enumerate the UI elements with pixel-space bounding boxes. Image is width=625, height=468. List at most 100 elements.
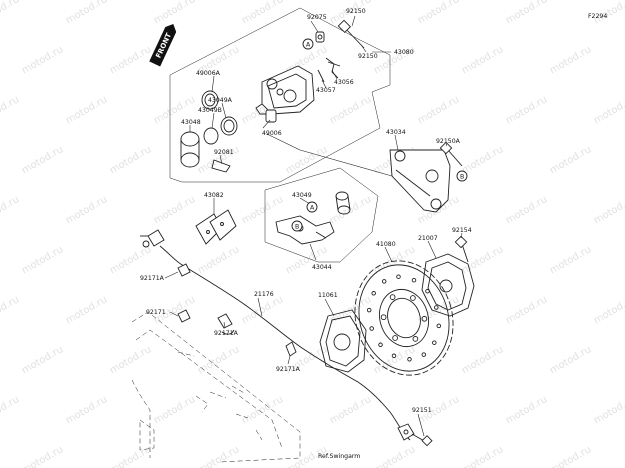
watermark-text: motod.ru xyxy=(372,444,417,468)
clamp-92171a-3 xyxy=(285,341,297,357)
figure-code: F2294 xyxy=(588,13,607,20)
callout-a-2: A xyxy=(306,201,318,213)
watermark-text: motod.ru xyxy=(592,394,625,426)
disc-bolt-hole xyxy=(421,315,428,322)
watermark-text: motod.ru xyxy=(64,94,109,126)
seal-43049a xyxy=(220,116,238,136)
part-label-92075: 92075 xyxy=(307,14,327,21)
caliper-pin-92150 xyxy=(337,19,365,49)
watermark-text: motod.ru xyxy=(460,44,505,76)
watermark-text: motod.ru xyxy=(284,244,329,276)
watermark-text: motod.ru xyxy=(504,0,549,27)
gasket-21007 xyxy=(421,253,475,317)
part-label-49006a: 49006A xyxy=(196,70,221,77)
part-label-92151: 92151 xyxy=(412,407,432,414)
watermark-text: motod.ru xyxy=(592,294,625,326)
clamp-92171a-2 xyxy=(217,313,235,335)
watermark-text: motod.ru xyxy=(152,0,197,27)
hub-11061 xyxy=(319,309,367,373)
watermark-text: motod.ru xyxy=(108,44,153,76)
watermark-text: motod.ru xyxy=(20,44,65,76)
part-label-43049: 43049 xyxy=(292,192,312,199)
watermark-text: motod.ru xyxy=(460,444,505,468)
bolt-92151 xyxy=(411,433,433,447)
watermark-text: motod.ru xyxy=(20,144,65,176)
disc-vent-hole xyxy=(421,352,427,357)
watermark-text: motod.ru xyxy=(196,444,241,468)
disc-vent-hole xyxy=(366,307,372,313)
watermark-text: motod.ru xyxy=(548,344,593,376)
part-label-43049a: 43049A xyxy=(208,97,233,104)
disc-vent-hole xyxy=(369,326,374,331)
part-label-92150-top: 92150 xyxy=(346,8,366,15)
disc-vent-hole xyxy=(371,291,376,296)
callout-b-2-label: B xyxy=(295,224,299,231)
speed-sensor xyxy=(140,229,165,248)
pad-pin-43057 xyxy=(317,69,325,83)
watermark-text: motod.ru xyxy=(108,444,153,468)
part-label-49006: 49006 xyxy=(262,130,282,137)
watermark-text: motod.ru xyxy=(460,144,505,176)
watermark-text: motod.ru xyxy=(0,0,21,27)
watermark-text: motod.ru xyxy=(592,94,625,126)
watermark-text: motod.ru xyxy=(20,444,65,468)
part-label-41080: 41080 xyxy=(376,241,396,248)
part-label-92154: 92154 xyxy=(452,227,472,234)
caliper-mount-43034 xyxy=(389,149,451,213)
watermark-text: motod.ru xyxy=(108,344,153,376)
part-label-21007: 21007 xyxy=(418,235,438,242)
watermark-text: motod.ru xyxy=(0,194,21,226)
bolt-92150a xyxy=(439,141,463,167)
watermark-text: motod.ru xyxy=(240,394,285,426)
disc-vent-hole xyxy=(432,340,437,345)
watermark-text: motod.ru xyxy=(108,144,153,176)
part-label-21176: 21176 xyxy=(254,291,274,298)
swingarm-reference xyxy=(131,311,301,463)
clamp-92171 xyxy=(177,309,191,323)
callout-b-2: B xyxy=(291,220,303,232)
part-label-43057: 43057 xyxy=(316,87,336,94)
caliper-assembly-frame xyxy=(169,7,391,183)
bolt-92154 xyxy=(454,235,469,263)
watermark-text: motod.ru xyxy=(196,344,241,376)
disc-bolt-hole xyxy=(410,295,416,301)
leader-lines xyxy=(164,15,463,437)
disc-vent-hole xyxy=(411,277,417,283)
watermark-text: motod.ru xyxy=(108,244,153,276)
part-label-92171: 92171 xyxy=(146,309,166,316)
watermark-text: motod.ru xyxy=(0,394,21,426)
watermark-text: motod.ru xyxy=(240,294,285,326)
cable-connector xyxy=(397,423,415,441)
watermark-text: motod.ru xyxy=(592,194,625,226)
watermark-text: motod.ru xyxy=(460,344,505,376)
watermark-text: motod.ru xyxy=(20,344,65,376)
callout-b-1: B xyxy=(456,170,468,182)
caliper-body xyxy=(255,65,315,115)
watermark-text: motod.ru xyxy=(328,194,373,226)
disc-bolt-hole xyxy=(380,314,387,321)
watermark-text: motod.ru xyxy=(548,44,593,76)
part-label-92150a: 92150A xyxy=(436,138,461,145)
brake-disc-41080 xyxy=(354,260,454,376)
disc-bolt-hole xyxy=(392,335,398,341)
watermark-text: motod.ru xyxy=(64,394,109,426)
part-labels: 92075 92150 92150 43080 49006A 43049A 43… xyxy=(140,8,472,414)
callout-a-1-label: A xyxy=(306,42,311,49)
watermark-text: motod.ru xyxy=(64,294,109,326)
callout-a-1: A xyxy=(302,38,314,50)
piston-43048 xyxy=(180,131,200,168)
bracket-assembly-frame xyxy=(264,167,379,263)
callout-b-1-label: B xyxy=(460,174,464,181)
watermark-text: motod.ru xyxy=(372,244,417,276)
watermark-text: motod.ru xyxy=(504,394,549,426)
reference-note: Ref.Swingarm xyxy=(318,453,360,460)
part-label-92171a-1: 92171A xyxy=(140,275,165,282)
watermark-text: motod.ru xyxy=(416,294,461,326)
watermark-text: motod.ru xyxy=(328,94,373,126)
watermark-text: motod.ru xyxy=(196,244,241,276)
part-label-92150-mid: 92150 xyxy=(358,53,378,60)
pad-clip-92081 xyxy=(211,159,231,173)
brake-pads-43082 xyxy=(195,209,237,245)
seal-49006a xyxy=(201,90,219,110)
disc-vent-holes xyxy=(366,274,442,362)
